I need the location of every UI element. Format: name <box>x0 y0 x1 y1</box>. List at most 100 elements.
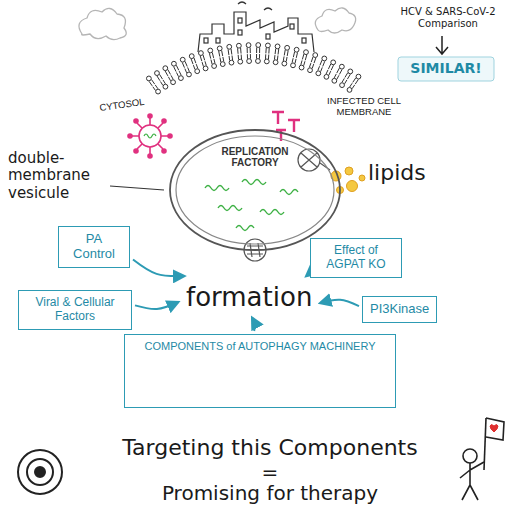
cell-membrane-bilayer <box>212 64 217 69</box>
cell-membrane-bilayer <box>283 50 288 62</box>
equals-sign: = <box>70 461 470 483</box>
similar-frame <box>398 57 494 81</box>
cloud <box>315 8 355 33</box>
membrane-label: INFECTED CELL MEMBRANE <box>318 96 410 118</box>
cell-membrane-bilayer <box>299 65 304 70</box>
virus <box>148 154 152 158</box>
cell-membrane-bilayer <box>236 43 241 48</box>
flow-arrow <box>320 300 359 306</box>
flow-arrow <box>135 302 178 309</box>
cell-membrane-bilayer <box>324 74 329 79</box>
cell-membrane-bilayer <box>334 68 342 79</box>
cell-membrane-bilayer <box>332 78 337 83</box>
factory-skyline <box>198 2 314 52</box>
cell-membrane-bilayer <box>339 64 344 69</box>
lipid-droplets <box>347 181 358 192</box>
cell-membrane-bilayer <box>246 43 251 48</box>
conclusion: SIMILAR! <box>398 60 494 76</box>
cell-membrane-bilayer <box>256 43 261 48</box>
cell-membrane-bilayer <box>256 47 259 58</box>
cell-membrane-bilayer <box>292 52 297 64</box>
process-title: formation <box>182 280 316 314</box>
cell-membrane-bilayer <box>273 60 278 65</box>
virus <box>134 149 138 153</box>
lipid-droplets <box>345 167 353 175</box>
cell-membrane-bilayer <box>309 57 315 69</box>
virus <box>144 134 156 138</box>
cell-membrane-bilayer <box>179 76 184 81</box>
cell-membrane-bilayer <box>174 65 182 76</box>
virus <box>134 119 138 123</box>
comparison-note: HCV & SARS-CoV-2 Comparison <box>390 6 506 29</box>
virus <box>162 149 166 153</box>
factor-box: PI3Kinase <box>362 296 437 323</box>
cell-membrane-bilayer <box>171 80 176 85</box>
cell-membrane-bilayer <box>275 44 280 49</box>
factory-skyline <box>238 30 242 35</box>
cell-membrane-bilayer <box>256 59 261 64</box>
leader-line <box>110 186 164 190</box>
factory-skyline <box>290 24 294 29</box>
cell-membrane-bilayer <box>326 64 333 75</box>
cell-membrane-bilayer <box>308 68 313 73</box>
virus <box>168 134 172 138</box>
cell-membrane-bilayer <box>187 72 192 77</box>
virus <box>148 114 152 118</box>
cell-membrane-bilayer <box>191 58 198 70</box>
double-membrane-vesicle: REPLICATION FACTORY <box>168 128 342 252</box>
cell-membrane-bilayer <box>209 52 215 64</box>
factor-box: PA Control <box>58 226 130 268</box>
viral-rna <box>205 186 229 191</box>
cell-membrane-bilayer <box>322 56 327 61</box>
figure-with-flag <box>460 462 484 500</box>
virus <box>162 119 166 123</box>
factor-box: Viral & Cellular Factors <box>18 290 132 330</box>
cell-membrane-bilayer <box>156 89 161 94</box>
target-icon <box>35 467 45 477</box>
cell-membrane-bilayer <box>195 69 200 74</box>
cell-membrane-bilayer <box>331 60 336 65</box>
cell-membrane-bilayer <box>227 44 232 49</box>
node-text: Effect of AGPAT KO <box>318 244 394 272</box>
cell-membrane-bilayer <box>291 63 296 68</box>
cell-membrane-bilayer <box>265 48 269 59</box>
node-text: PA Control <box>66 232 122 262</box>
cell-membrane-bilayer <box>301 54 307 66</box>
inner-membrane <box>176 136 334 244</box>
cell-membrane-bilayer <box>304 50 309 55</box>
cell-membrane-bilayer <box>182 61 189 72</box>
down-arrow <box>436 36 448 54</box>
cell-membrane-bilayer <box>348 69 353 74</box>
cell-membrane-bilayer <box>266 43 271 48</box>
cell-membrane-bilayer <box>200 55 206 67</box>
cell-membrane-bilayer <box>350 78 359 89</box>
virus <box>132 118 168 154</box>
conclusion-line: Targeting this Components <box>70 436 470 460</box>
cell-membrane-bilayer <box>294 47 299 52</box>
cell-membrane-bilayer <box>199 51 204 56</box>
factory-skyline <box>204 38 208 43</box>
lipid-droplets <box>359 175 365 181</box>
cell-membrane-bilayer <box>208 48 213 53</box>
cell-membrane-bilayer <box>264 59 269 64</box>
cell-membrane-bilayer <box>274 49 278 60</box>
cell-membrane-bilayer <box>203 66 208 71</box>
cell-membrane-bilayer <box>316 71 321 76</box>
flow-arrow <box>305 275 308 277</box>
cell-membrane-bilayer <box>228 49 233 61</box>
factory-skyline <box>198 12 314 52</box>
cloud <box>79 8 126 39</box>
figure-with-flag <box>484 418 486 470</box>
viral-proteins <box>272 112 284 124</box>
cell-membrane-bilayer <box>155 71 160 76</box>
factor-box: Effect of AGPAT KO <box>310 238 402 278</box>
figure-with-flag <box>486 418 504 440</box>
factory-skyline <box>238 2 272 10</box>
cell-membrane-bilayer <box>163 66 168 71</box>
node-text: Viral & Cellular Factors <box>26 296 124 324</box>
region-label: CYTOSOL <box>92 96 153 115</box>
cell-membrane-bilayer <box>285 45 290 50</box>
cell-membrane-bilayer <box>247 59 252 64</box>
figure-with-flag <box>460 418 504 500</box>
down-arrow <box>436 36 448 54</box>
